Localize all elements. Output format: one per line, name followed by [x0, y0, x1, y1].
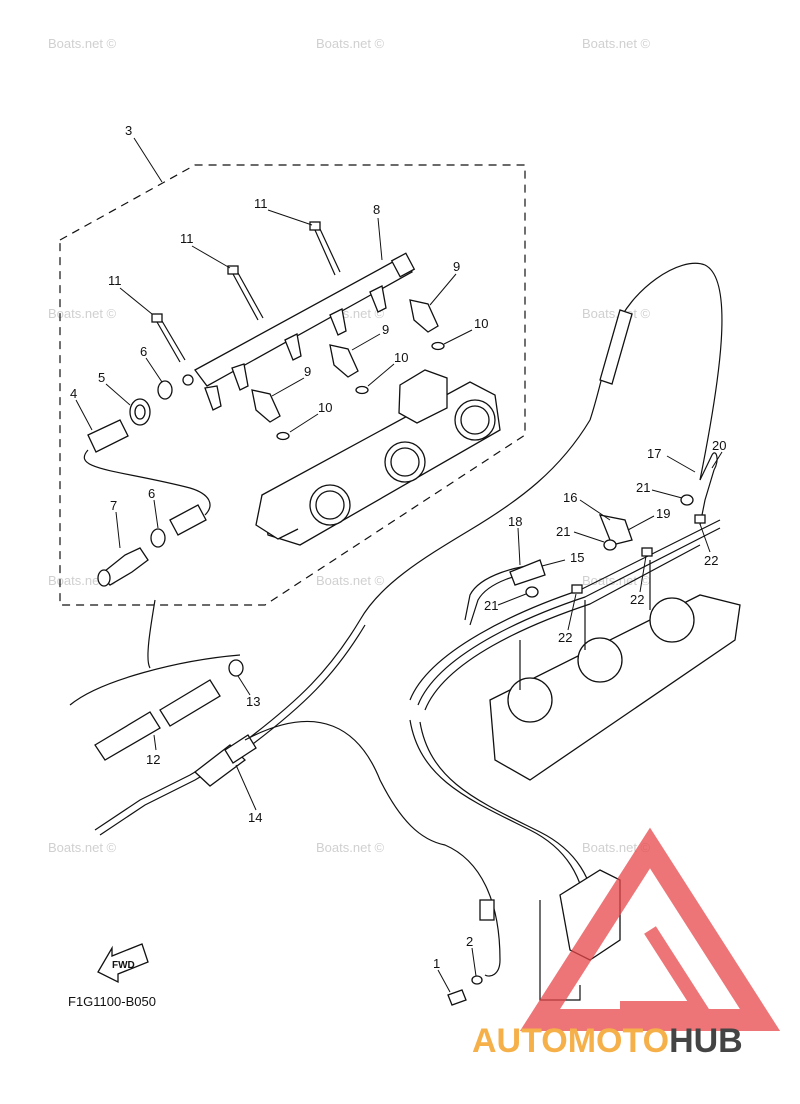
intake-manifold: [489, 560, 741, 781]
watermark: Boats.net ©: [48, 306, 117, 321]
callout-22: 22: [630, 592, 644, 607]
callout-4: 4: [70, 386, 77, 401]
callout-9: 9: [382, 322, 389, 337]
callout-9: 9: [453, 259, 460, 274]
callout-11: 11: [180, 231, 194, 246]
callout-10: 10: [474, 316, 488, 331]
callout-9: 9: [304, 364, 311, 379]
callout-14: 14: [248, 810, 262, 825]
hose-routing: [409, 452, 721, 903]
callout-11: 11: [254, 196, 268, 211]
callout-22: 22: [704, 553, 718, 568]
callout-11: 11: [108, 273, 122, 288]
callout-6: 6: [148, 486, 155, 501]
callout-1: 1: [433, 956, 440, 971]
callout-18: 18: [508, 514, 522, 529]
callout-21: 21: [556, 524, 570, 539]
callout-15: 15: [570, 550, 584, 565]
left-fittings: [83, 380, 211, 587]
callout-20: 20: [712, 438, 726, 453]
callout-16: 16: [563, 490, 577, 505]
logo-wordmark: AUTOMOTOHUB: [472, 1022, 743, 1060]
logo-triangle-icon: [519, 827, 781, 1031]
callout-21: 21: [636, 480, 650, 495]
callout-17: 17: [647, 446, 661, 461]
logo-text-part-a: AUTOMOTOHUB: [472, 1022, 743, 1060]
assembly-boundary: [59, 164, 526, 606]
rail-bolts: [151, 221, 341, 363]
watermark: Boats.net ©: [48, 36, 117, 51]
callout-12: 12: [146, 752, 160, 767]
figure-code: F1G1100-B050: [68, 994, 156, 1009]
logo-part-b: HUB: [669, 1022, 743, 1060]
watermark: Boats.net ©: [48, 840, 117, 855]
logo-part-a: AUTOMOTO: [472, 1022, 669, 1060]
watermark: Boats.net ©: [582, 840, 651, 855]
callout-21: 21: [484, 598, 498, 613]
callout-3: 3: [125, 123, 132, 138]
callout-10: 10: [318, 400, 332, 415]
o-rings: [276, 341, 445, 441]
watermark: Boats.net ©: [316, 840, 385, 855]
callout-5: 5: [98, 370, 105, 385]
callout-8: 8: [373, 202, 380, 217]
fwd-label: FWD: [112, 960, 135, 971]
callout-6: 6: [140, 344, 147, 359]
throttle-body: [255, 369, 501, 546]
watermark: Boats.net ©: [316, 573, 385, 588]
callouts: 3 8 11 11 11 9 9 9 10 10 10 6 6 5 4 7 12…: [70, 123, 726, 971]
watermark: Boats.net ©: [582, 306, 651, 321]
fwd-arrow-icon: FWD: [97, 943, 149, 984]
injectors: [251, 299, 439, 423]
callout-7: 7: [110, 498, 117, 513]
watermark: Boats.net ©: [316, 36, 385, 51]
watermark: Boats.net ©: [582, 36, 651, 51]
callout-13: 13: [246, 694, 260, 709]
throttle-cable: [94, 262, 723, 977]
callout-22: 22: [558, 630, 572, 645]
hose-detail: [69, 599, 244, 761]
fuel-rail: [182, 252, 416, 411]
callout-19: 19: [656, 506, 670, 521]
callout-10: 10: [394, 350, 408, 365]
callout-2: 2: [466, 934, 473, 949]
leader-lines: [75, 137, 723, 993]
